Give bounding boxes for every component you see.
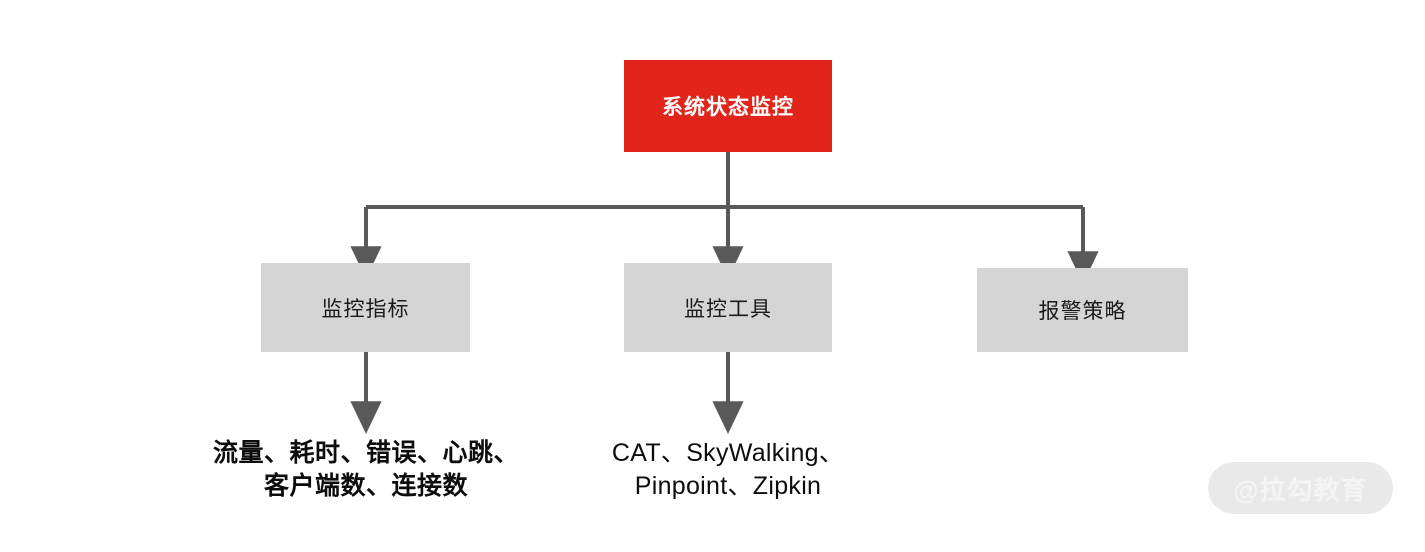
node-label: 系统状态监控 (662, 96, 794, 119)
node-label: 监控指标 (321, 297, 410, 321)
node-alerting-policy[interactable]: 报警策略 (977, 268, 1188, 352)
watermark-label: @拉勾教育 (1233, 474, 1368, 505)
caption-monitoring-metrics: 流量、耗时、错误、心跳、 客户端数、连接数 (212, 439, 519, 500)
caption-monitoring-tools: CAT、SkyWalking、 Pinpoint、Zipkin (611, 439, 845, 500)
node-monitoring-tools[interactable]: 监控工具 (624, 263, 832, 352)
node-label: 报警策略 (1038, 300, 1127, 323)
node-label: 监控工具 (684, 297, 772, 321)
node-system-status-monitoring[interactable]: 系统状态监控 (624, 60, 832, 152)
watermark-badge: @拉勾教育 (1208, 462, 1393, 514)
node-monitoring-metrics[interactable]: 监控指标 (261, 263, 470, 352)
